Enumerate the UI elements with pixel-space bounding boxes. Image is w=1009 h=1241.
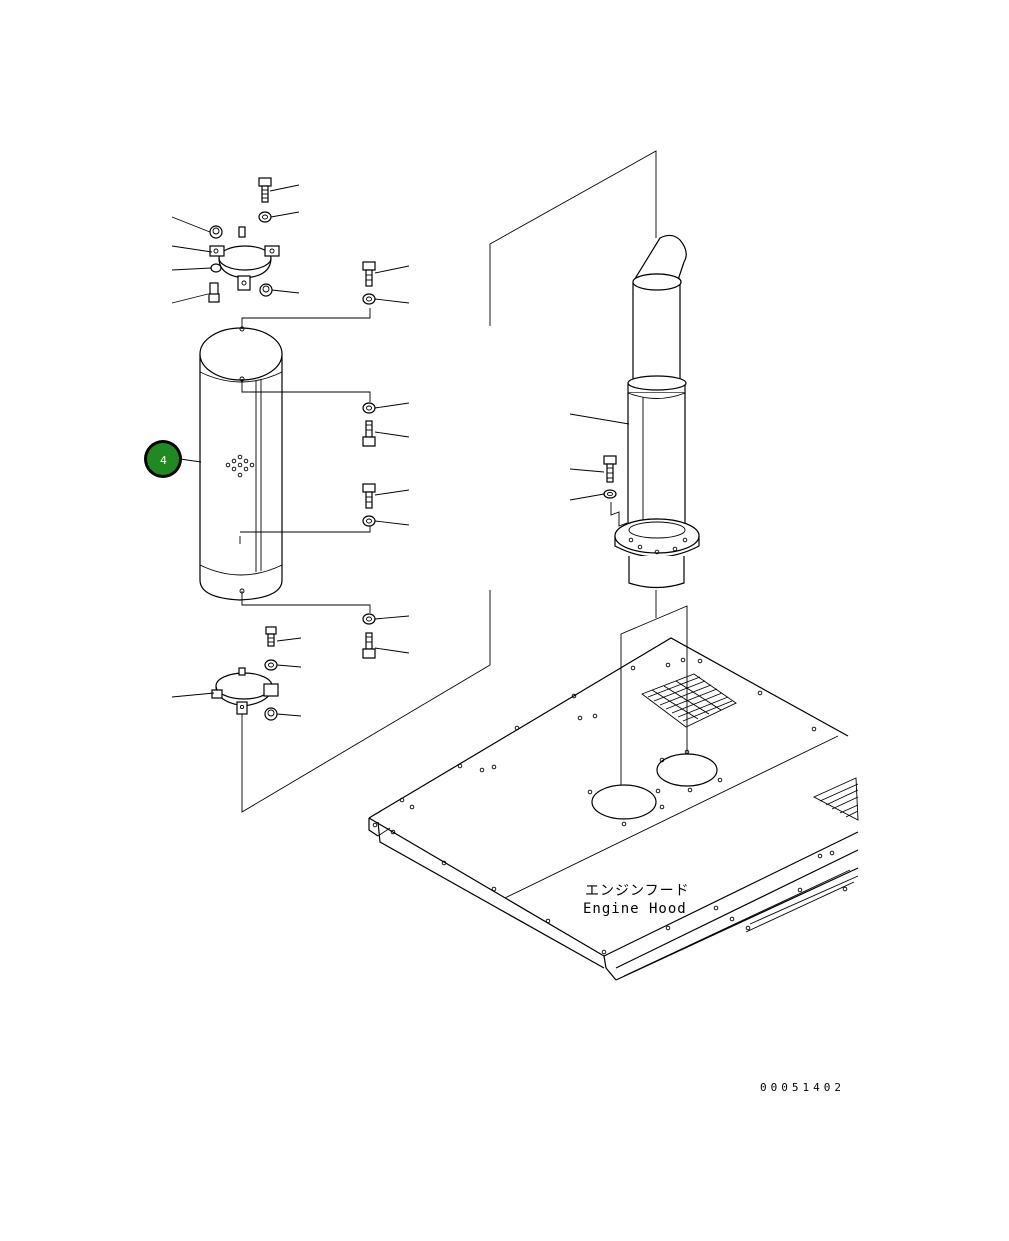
engine-hood: エンジンフード Engine Hood xyxy=(368,605,859,981)
hood-vent-front xyxy=(641,673,737,728)
bolt-washer-set-upper xyxy=(362,261,410,305)
drawing-number: 00051402 xyxy=(760,1081,845,1094)
callout-4-badge xyxy=(147,443,179,475)
nut-top-clamp-right xyxy=(259,283,273,297)
bolt-washer-set-middle-2 xyxy=(362,483,410,527)
bottom-clamp-assembly xyxy=(171,626,302,721)
washer-top-clamp xyxy=(258,211,272,223)
nut-top-clamp-left xyxy=(209,225,223,239)
hood-pipe-hole-1 xyxy=(587,784,665,827)
exhaust-stack xyxy=(569,234,700,618)
hood-vent-rear xyxy=(812,777,859,821)
callout-4[interactable]: 4 xyxy=(144,440,202,478)
muffler xyxy=(199,326,283,601)
hood-pipe-hole-2 xyxy=(656,749,723,793)
hood-label-english: Engine Hood xyxy=(583,901,687,917)
hood-screw-holes xyxy=(372,657,848,955)
callout-4-label: 4 xyxy=(160,454,167,467)
bolt-top-clamp xyxy=(258,177,272,203)
hood-label-japanese: エンジンフード xyxy=(585,883,690,899)
bolt-top-clamp-lower xyxy=(208,282,220,303)
top-clamp-assembly xyxy=(171,177,300,304)
washer-top-clamp-left xyxy=(210,263,222,273)
bolt-washer-set-lower xyxy=(362,613,410,659)
bolt-washer-set-middle-1 xyxy=(362,402,410,447)
